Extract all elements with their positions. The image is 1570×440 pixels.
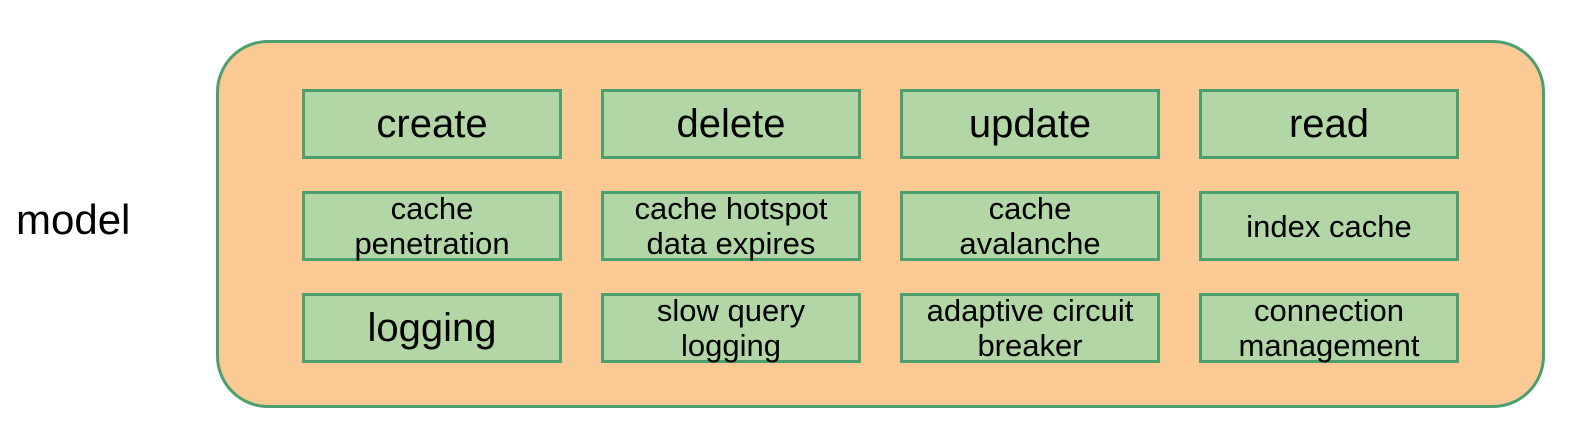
capability-grid: create delete update read cache penetrat… <box>302 89 1460 363</box>
grid-cell-label: cache hotspot data expires <box>634 191 828 261</box>
grid-cell-connection-management[interactable]: connection management <box>1199 293 1459 363</box>
grid-cell-label: slow query logging <box>656 293 806 363</box>
grid-cell-cache-avalanche[interactable]: cache avalanche <box>900 191 1160 261</box>
grid-cell-update[interactable]: update <box>900 89 1160 159</box>
grid-cell-label: create <box>376 102 488 146</box>
grid-cell-label: cache avalanche <box>959 191 1101 261</box>
grid-cell-index-cache[interactable]: index cache <box>1199 191 1459 261</box>
grid-cell-delete[interactable]: delete <box>601 89 861 159</box>
grid-cell-cache-penetration[interactable]: cache penetration <box>302 191 562 261</box>
grid-cell-slow-query-logging[interactable]: slow query logging <box>601 293 861 363</box>
grid-cell-cache-hotspot-data-expires[interactable]: cache hotspot data expires <box>601 191 861 261</box>
grid-cell-create[interactable]: create <box>302 89 562 159</box>
grid-cell-read[interactable]: read <box>1199 89 1459 159</box>
model-group-container: create delete update read cache penetrat… <box>216 40 1545 408</box>
grid-cell-label: logging <box>367 306 497 350</box>
grid-cell-logging[interactable]: logging <box>302 293 562 363</box>
grid-cell-label: cache penetration <box>354 191 510 261</box>
grid-cell-label: update <box>968 102 1092 146</box>
grid-cell-label: read <box>1288 102 1370 146</box>
grid-cell-label: connection management <box>1238 293 1420 363</box>
grid-cell-adaptive-circuit-breaker[interactable]: adaptive circuit breaker <box>900 293 1160 363</box>
model-label: model <box>16 196 131 243</box>
grid-cell-label: delete <box>676 102 786 146</box>
grid-cell-label: adaptive circuit breaker <box>926 293 1134 363</box>
grid-cell-label: index cache <box>1246 208 1412 244</box>
